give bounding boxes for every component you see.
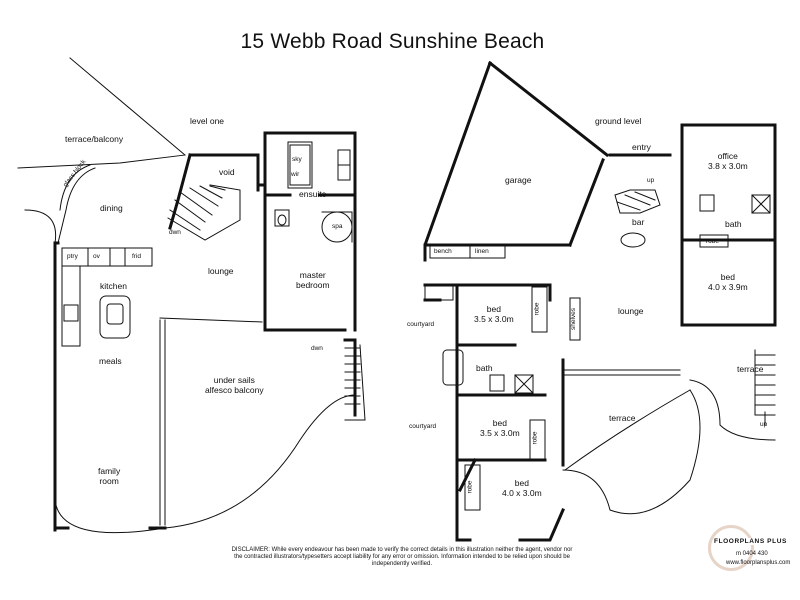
logo-name: FLOORPLANS PLUS — [714, 538, 787, 545]
logo-phone: m 0404 430 — [736, 551, 768, 557]
kitchen-ov: ov — [93, 253, 100, 260]
robe-1: robe — [706, 238, 720, 245]
disclaimer: DISCLAIMER: While every endeavour has be… — [231, 547, 573, 567]
robe-4: robe — [466, 480, 474, 494]
room-courtyard-1: courtyard — [407, 321, 435, 328]
ground-level-thin-lines — [424, 189, 776, 515]
level-one-label: level one — [190, 116, 225, 126]
room-ensuite: ensuite — [299, 189, 327, 199]
level-one-thin-lines — [17, 57, 366, 534]
ground-level-label: ground level — [595, 116, 642, 126]
floorplans-plus-logo: FLOORPLANS PLUS m 0404 430 www.floorplan… — [708, 515, 800, 600]
room-courtyard-2: courtyard — [409, 423, 437, 430]
room-office: office 3.8 x 3.0m — [708, 151, 748, 171]
logo-ring-icon — [708, 525, 754, 571]
room-bar: bar — [632, 217, 645, 227]
room-family-room: family room — [98, 466, 121, 486]
stair-dwn-2: dwn — [311, 345, 323, 352]
room-wir: wir — [291, 171, 300, 178]
room-sky: sky — [292, 156, 302, 163]
stair-up-1: up — [647, 177, 655, 184]
room-terrace-1: terrace — [737, 364, 764, 374]
garage-linen: linen — [475, 248, 489, 255]
room-void: void — [219, 167, 235, 177]
room-bed-3: bed 3.5 x 3.0m — [480, 418, 520, 438]
garage-bench: bench — [434, 248, 452, 255]
room-under-sails: under sails alfesco balcony — [205, 375, 264, 395]
room-master-bedroom: master bedroom — [296, 270, 330, 290]
room-entry: entry — [632, 142, 651, 152]
room-bed-2: bed 3.5 x 3.0m — [474, 304, 514, 324]
ground-level-walls — [423, 60, 777, 542]
room-dining: dining — [100, 203, 123, 213]
stair-dwn-1: dwn — [169, 229, 181, 236]
stair-up-2: up — [760, 421, 768, 428]
level-one-walls — [53, 131, 357, 532]
page-title: 15 Webb Road Sunshine Beach — [240, 30, 545, 53]
room-bed-1: bed 4.0 x 3.9m — [708, 272, 748, 292]
shelves: shelves — [570, 307, 578, 331]
logo-website: www.floorplansplus.com — [726, 560, 791, 566]
room-garage: garage — [505, 175, 532, 185]
room-spa: spa — [332, 223, 343, 230]
robe-2: robe — [533, 302, 541, 316]
room-meals: meals — [99, 356, 122, 366]
kitchen-frid: frid — [132, 253, 142, 260]
room-lounge-level-one: lounge — [208, 266, 234, 276]
room-lounge-ground: lounge — [618, 306, 644, 316]
kitchen-ptry: ptry — [67, 253, 78, 260]
robe-3: robe — [531, 431, 539, 445]
room-bath-2: bath — [476, 363, 493, 373]
room-terrace-balcony: terrace/balcony — [65, 134, 124, 144]
room-bed-4: bed 4.0 x 3.0m — [502, 478, 542, 498]
room-kitchen: kitchen — [100, 281, 127, 291]
room-terrace-2: terrace — [609, 413, 636, 423]
room-bath-1: bath — [725, 219, 742, 229]
